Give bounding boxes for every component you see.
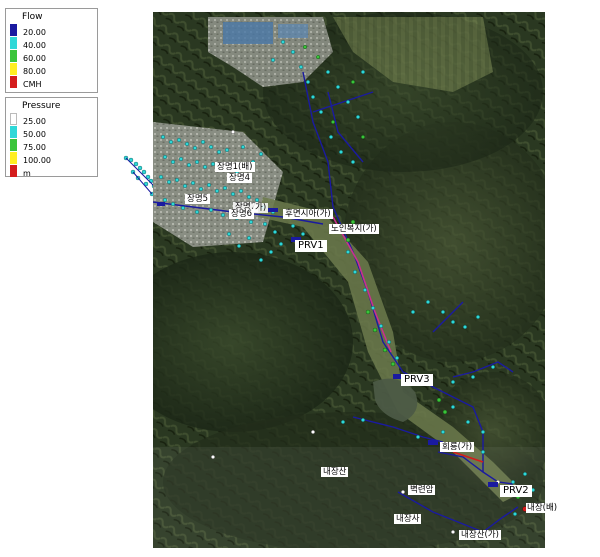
flow-unit: CMH: [23, 80, 42, 89]
label-noin-bokji: 노인복지(가): [329, 224, 379, 234]
pressure-legend-title: Pressure: [22, 101, 61, 111]
label-prv3: PRV3: [401, 374, 433, 386]
label-prv1: PRV1: [295, 240, 327, 252]
pressure-swatch: [10, 164, 17, 177]
label-naejangsa: 내장사: [394, 514, 422, 524]
pressure-legend: Pressure 25.00 50.00 75.00 100.00 m: [5, 97, 98, 178]
label-baekryeonam: 벽련암: [408, 485, 436, 495]
label-naejangsan-ga: 내장산(가): [459, 530, 501, 540]
flow-legend: Flow 20.00 40.00 60.00 80.00 CMH: [5, 8, 98, 93]
valley-nodes: [340, 249, 536, 517]
pressure-legend-item: 50.00: [10, 125, 93, 139]
flow-legend-label: 20.00: [23, 28, 46, 37]
label-prv2: PRV2: [500, 485, 532, 497]
north-nodes: [270, 40, 365, 164]
flow-swatch: [10, 75, 17, 88]
pressure-legend-item: 75.00: [10, 138, 93, 152]
flow-swatch: [10, 62, 17, 75]
town-nodes: [158, 134, 315, 262]
flow-swatch: [10, 49, 17, 62]
label-jangmyeong7: 장명7: [233, 202, 259, 212]
flow-legend-item: 60.00: [10, 49, 93, 63]
label-naejang-bae: 내장(배): [526, 503, 559, 513]
pressure-legend-label: 25.00: [23, 117, 46, 126]
pressure-swatch: [10, 138, 17, 151]
label-humyeonsia: 후면시아(가): [283, 209, 333, 219]
flow-legend-item: CMH: [10, 75, 93, 89]
label-jangmyeong5: 장명5: [185, 194, 211, 204]
flow-swatch: [10, 23, 17, 36]
flow-swatch: [10, 36, 17, 49]
pressure-swatch: [10, 125, 17, 138]
flow-legend-items: 20.00 40.00 60.00 80.00 CMH: [10, 23, 93, 89]
western-network-fragment: [123, 155, 157, 197]
flow-legend-label: 80.00: [23, 67, 46, 76]
satellite-map[interactable]: 장명1(배) 장명4 장명5 장명7 가) 장명6 후면시아(가) 노인복지(가…: [153, 12, 559, 548]
pressure-unit: m: [23, 169, 31, 178]
pressure-legend-label: 50.00: [23, 130, 46, 139]
flow-legend-item: 40.00: [10, 36, 93, 50]
flow-legend-title: Flow: [22, 12, 43, 22]
label-jangmyeong4: 장명4: [227, 173, 253, 183]
label-jangmyeong6: 장명6: [229, 209, 255, 219]
pressure-swatch: [10, 112, 17, 125]
label-jangmyeong1: 장명1(배): [215, 162, 255, 172]
pressure-legend-label: 75.00: [23, 143, 46, 152]
pressure-legend-item: m: [10, 164, 93, 178]
label-partial-ga: 가): [253, 203, 269, 213]
flow-legend-label: 60.00: [23, 54, 46, 63]
flow-legend-label: 40.00: [23, 41, 46, 50]
label-naejangsan: 내장산: [321, 467, 349, 477]
pressure-legend-item: 100.00: [10, 151, 93, 165]
flow-legend-item: 20.00: [10, 23, 93, 37]
pressure-swatch: [10, 151, 17, 164]
label-hoeryong: 회룡(가): [440, 442, 475, 452]
flow-legend-item: 80.00: [10, 62, 93, 76]
pressure-legend-item: 25.00: [10, 112, 93, 126]
map-canvas: [153, 12, 545, 548]
pressure-legend-label: 100.00: [23, 156, 51, 165]
